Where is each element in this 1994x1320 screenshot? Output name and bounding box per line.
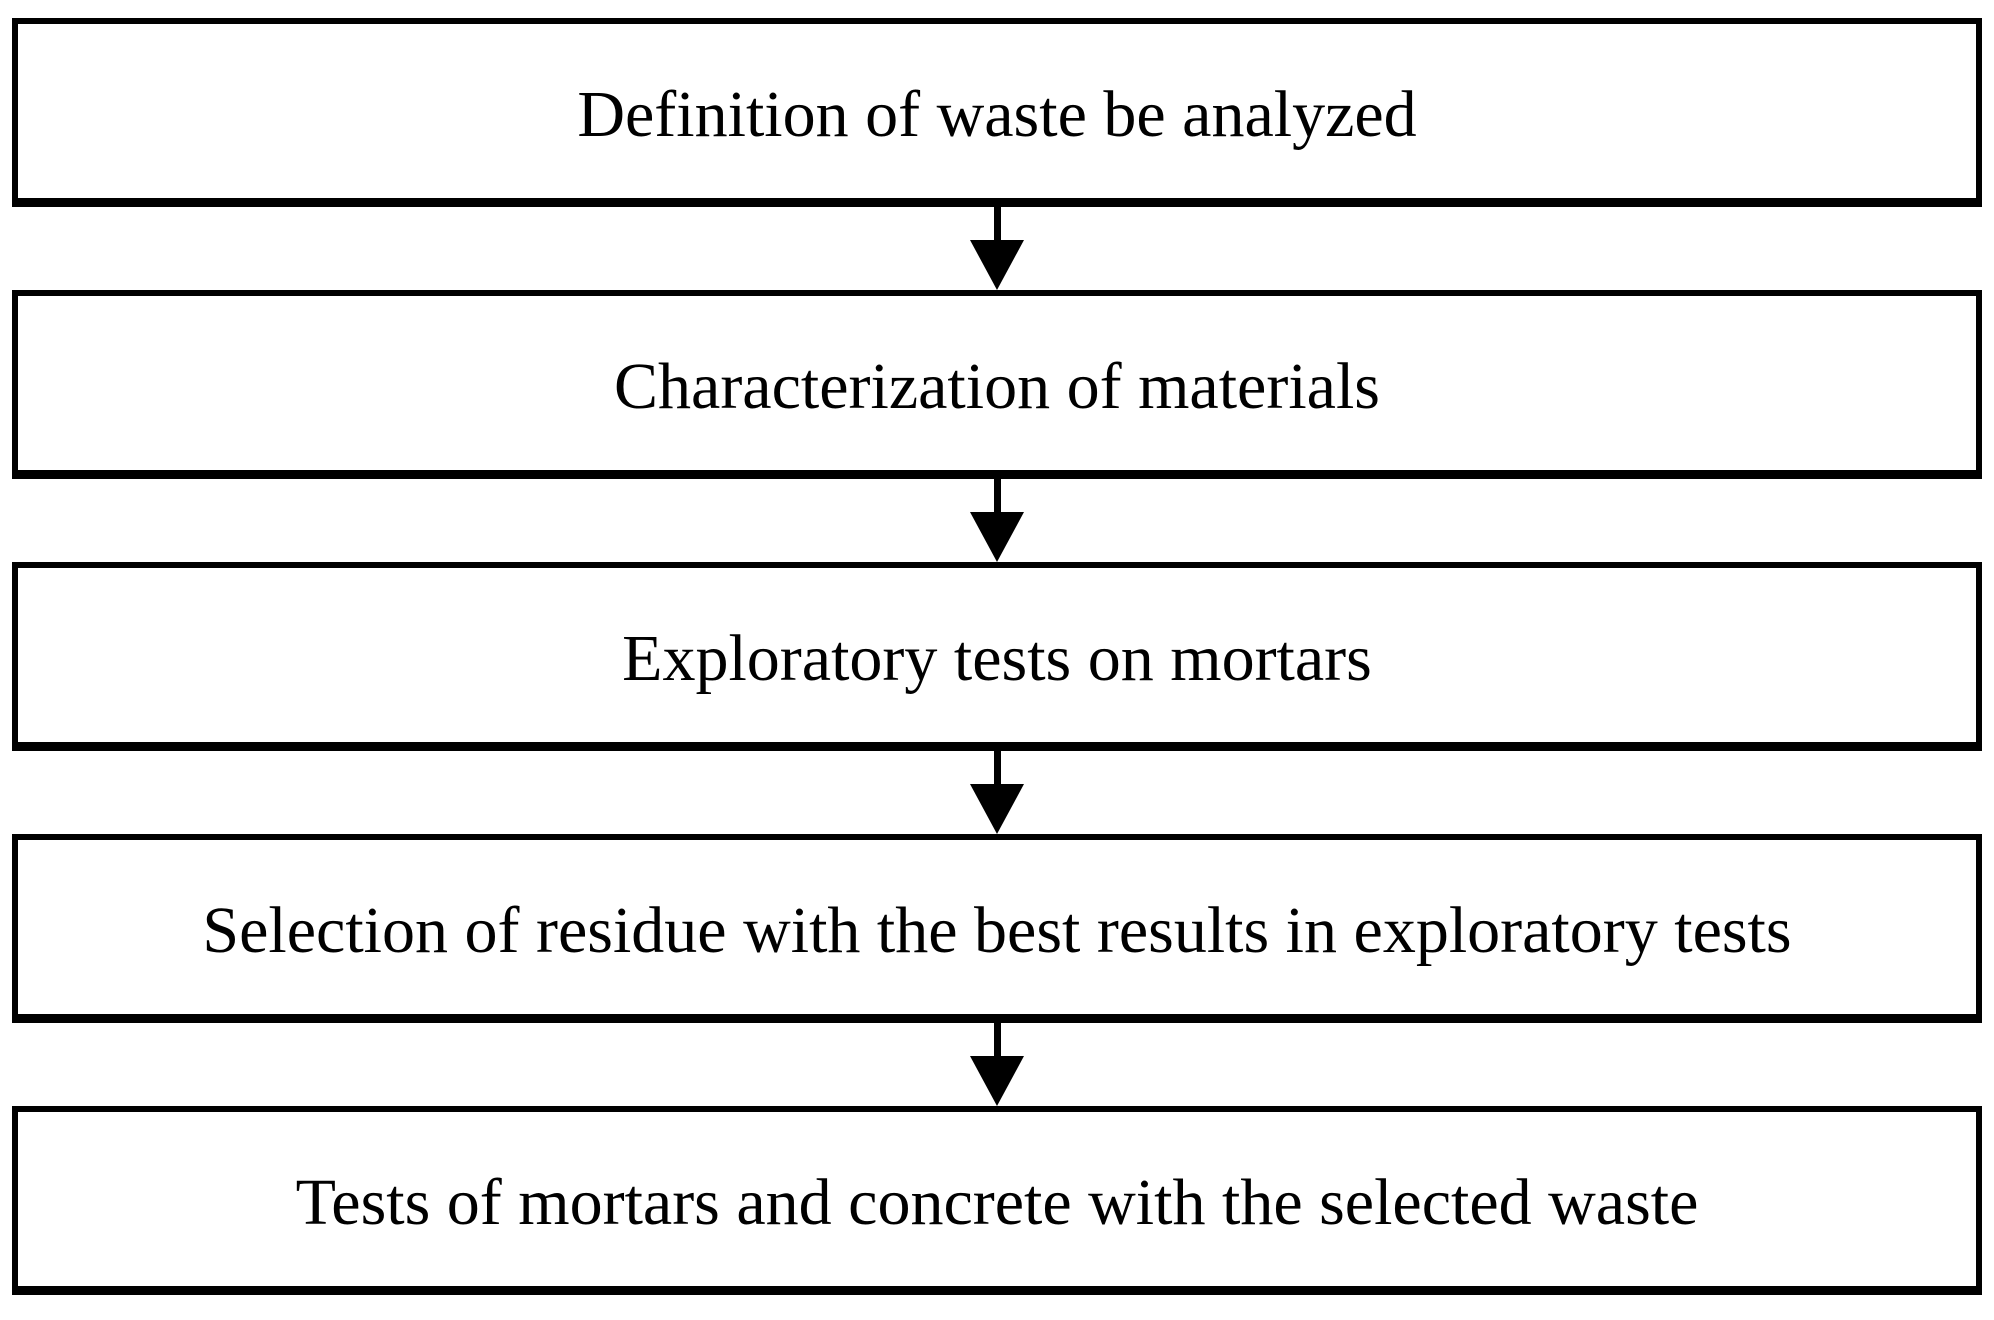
arrow-stem (993, 207, 1001, 240)
flowchart-box-label: Tests of mortars and concrete with the s… (295, 1165, 1699, 1239)
flowchart-box-step-1: Definition of waste be analyzed (12, 18, 1982, 207)
flowchart-box-step-5: Tests of mortars and concrete with the s… (12, 1106, 1982, 1295)
flowchart-box-label: Definition of waste be analyzed (577, 77, 1417, 151)
arrow-stem (993, 751, 1001, 784)
flowchart-box-step-4: Selection of residue with the best resul… (12, 834, 1982, 1023)
arrow-stem (993, 1023, 1001, 1056)
arrow-head (970, 1056, 1024, 1106)
flowchart-box-step-3: Exploratory tests on mortars (12, 562, 1982, 751)
flowchart-box-label: Characterization of materials (614, 349, 1380, 423)
arrow-down-icon (0, 479, 1994, 562)
arrow-down-icon (0, 207, 1994, 290)
arrow-stem (993, 479, 1001, 512)
flowchart-box-step-2: Characterization of materials (12, 290, 1982, 479)
arrow-head (970, 512, 1024, 562)
arrow-down-icon (0, 1023, 1994, 1106)
flowchart-box-label: Selection of residue with the best resul… (202, 893, 1792, 967)
arrow-head (970, 240, 1024, 290)
arrow-head (970, 784, 1024, 834)
flowchart-box-label: Exploratory tests on mortars (622, 621, 1372, 695)
arrow-down-icon (0, 751, 1994, 834)
